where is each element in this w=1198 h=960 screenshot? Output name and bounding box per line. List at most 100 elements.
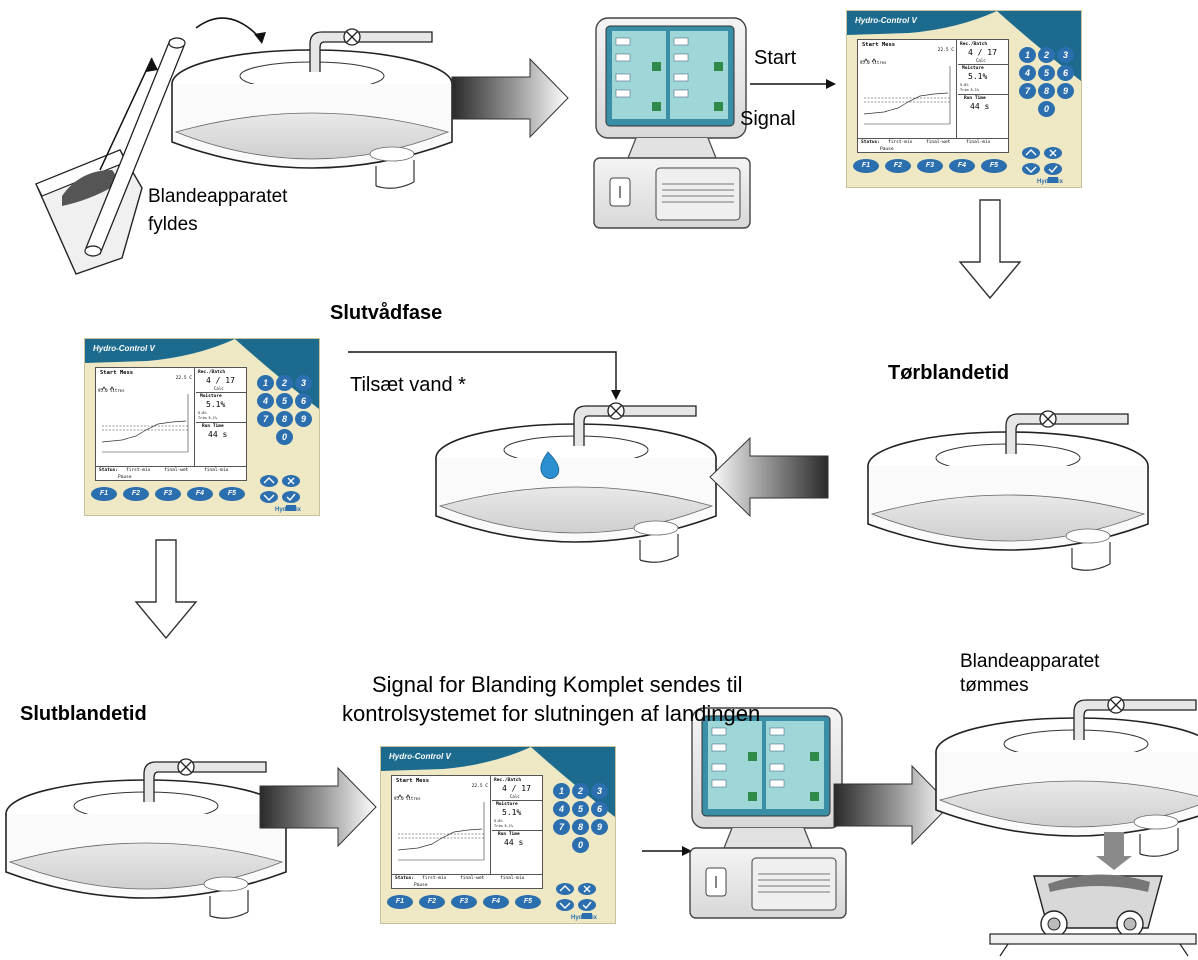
pause-label: Pause <box>414 883 428 888</box>
final-wet-phase-label: Slutvådfase <box>330 302 443 324</box>
mixer-empty <box>935 696 1198 858</box>
mixer-final <box>5 758 287 920</box>
dry-mix-time-label: Tørblandetid <box>888 362 1010 384</box>
function-keys: F1 F2 F3 F4 F5 <box>387 895 547 911</box>
arrow-left-1 <box>709 436 829 518</box>
calc-label: Calc <box>214 386 224 391</box>
add-water-line <box>348 351 621 400</box>
f5-key: F5 <box>515 895 541 909</box>
status-first-mix: first-mix <box>888 140 913 145</box>
key-7: 7 <box>257 411 274 427</box>
status-first-mix: first-mix <box>126 468 151 473</box>
moisture-sub: 5.0% <box>198 411 207 415</box>
trim-value: Trim 5.1% <box>960 88 979 92</box>
moisture-value: 5.1% <box>968 72 988 81</box>
status-label: Status: <box>861 140 880 145</box>
key-9: 9 <box>1057 83 1074 99</box>
f2-key: F2 <box>419 895 445 909</box>
hopper-conveyor <box>35 17 266 275</box>
rec-batch-label: Rec./Batch <box>494 778 522 783</box>
water-drop <box>540 451 560 479</box>
key-5: 5 <box>1038 65 1055 81</box>
f3-key: F3 <box>155 487 181 501</box>
screen-volume: 95.0 litres <box>394 796 421 801</box>
rec-batch-value: 4 / 17 <box>502 784 531 793</box>
key-2: 2 <box>276 375 293 391</box>
run-time-value: 44 s <box>970 102 990 111</box>
rec-batch-value: 4 / 17 <box>206 376 235 385</box>
status-final-wet: final-wet <box>164 468 189 473</box>
key-3: 3 <box>295 375 312 391</box>
mixer-fill <box>171 28 453 190</box>
screen-title: Start Mess <box>100 370 134 376</box>
f3-key: F3 <box>917 159 943 173</box>
key-9: 9 <box>295 411 312 427</box>
run-time-label: Run Time <box>964 96 986 101</box>
f2-key: F2 <box>885 159 911 173</box>
moisture-sub: 5.0% <box>494 819 503 823</box>
arrow-right-1 <box>451 58 569 138</box>
empty-label-line1: Blandeapparatet <box>960 651 1100 672</box>
keypad: 1 2 3 4 5 6 7 8 9 0 <box>257 375 315 471</box>
screen-volume: 95.0 litres <box>860 60 887 65</box>
screen-temp: 22.5 C <box>937 48 954 53</box>
f4-key: F4 <box>187 487 213 501</box>
key-1: 1 <box>1019 47 1036 63</box>
key-2: 2 <box>1038 47 1055 63</box>
run-time-value: 44 s <box>504 838 524 847</box>
run-time-label: Run Time <box>498 832 520 837</box>
f5-key: F5 <box>219 487 245 501</box>
controller-panel-3: Hydro-Control V Start Mess 22.5 C 95.0 l… <box>380 746 616 924</box>
moisture-sub: 5.0% <box>960 83 969 87</box>
moisture-value: 5.1% <box>206 400 226 409</box>
controller-panel-2: Hydro-Control V Start Mess 22.5 C 95.0 l… <box>84 338 320 516</box>
key-8: 8 <box>1038 83 1055 99</box>
status-final-mix: final-mix <box>204 468 229 473</box>
start-signal-arrow <box>750 79 836 89</box>
panel-screen: Start Mess 22.5 C 95.0 litres Rec./Batch… <box>95 367 247 481</box>
panel-title: Hydro-Control V <box>93 344 155 353</box>
trim-value: Trim 5.1% <box>494 824 513 828</box>
key-8: 8 <box>572 819 589 835</box>
moisture-label: Moisture <box>496 802 518 807</box>
start-label: Start <box>754 47 797 69</box>
moisture-label: Moisture <box>962 66 984 71</box>
pause-label: Pause <box>880 147 894 152</box>
discharge-cart <box>989 832 1197 957</box>
f1-key: F1 <box>853 159 879 173</box>
function-keys: F1 F2 F3 F4 F5 <box>853 159 1013 175</box>
status-label: Status: <box>99 468 118 473</box>
key-1: 1 <box>257 375 274 391</box>
complete-signal-line1: Signal for Blanding Komplet sendes til <box>372 672 743 697</box>
status-first-mix: first-mix <box>422 876 447 881</box>
key-2: 2 <box>572 783 589 799</box>
screen-volume: 95.0 litres <box>98 388 125 393</box>
calc-label: Calc <box>510 794 520 799</box>
keypad: 1 2 3 4 5 6 7 8 9 0 <box>553 783 611 879</box>
key-5: 5 <box>276 393 293 409</box>
panel-title: Hydro-Control V <box>855 16 917 25</box>
brand-label: Hydronix <box>571 915 598 921</box>
screen-title: Start Mess <box>862 42 896 48</box>
arrow-down-1 <box>959 199 1021 299</box>
key-8: 8 <box>276 411 293 427</box>
key-9: 9 <box>591 819 608 835</box>
key-1: 1 <box>553 783 570 799</box>
f3-key: F3 <box>451 895 477 909</box>
panel-screen: Start Mess 22.5 C 95.0 litres Rec./Batch… <box>857 39 1009 153</box>
trim-value: Trim 5.1% <box>198 416 217 420</box>
mixer-wet <box>435 402 717 564</box>
screen-title: Start Mess <box>396 778 430 784</box>
key-0: 0 <box>1038 101 1055 117</box>
key-7: 7 <box>1019 83 1036 99</box>
pc-monitor-1 <box>593 17 751 229</box>
fill-label-line1: Blandeapparatet <box>148 186 288 207</box>
signal-label: Signal <box>740 108 796 130</box>
key-4: 4 <box>1019 65 1036 81</box>
run-time-value: 44 s <box>208 430 228 439</box>
f2-key: F2 <box>123 487 149 501</box>
status-final-wet: final-wet <box>926 140 951 145</box>
final-mix-time-label: Slutblandetid <box>20 703 147 725</box>
rec-batch-label: Rec./Batch <box>198 370 226 375</box>
f1-key: F1 <box>387 895 413 909</box>
